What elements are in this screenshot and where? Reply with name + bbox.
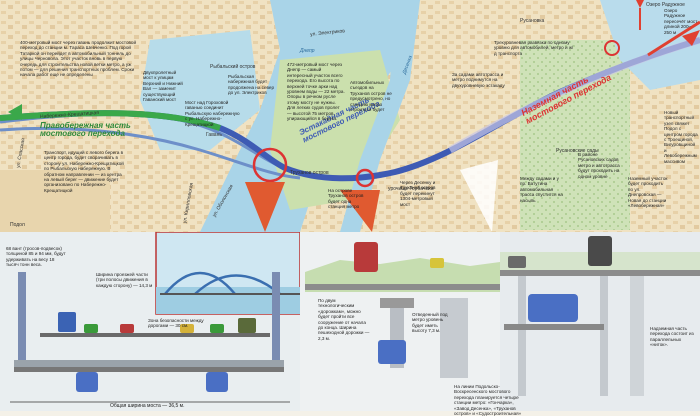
podol-area bbox=[0, 170, 110, 232]
car-icon bbox=[180, 324, 194, 333]
label-lake: Озеро Радужное bbox=[646, 2, 685, 8]
note-stations: На линии Подольско-Воскресенского мостов… bbox=[454, 384, 522, 416]
road-naberezhno bbox=[0, 126, 301, 180]
overpass-deck bbox=[305, 284, 500, 290]
label-dnepr: Днепр bbox=[300, 48, 315, 54]
note-new-hub: Новый транспортный узел свяжет Подол с ц… bbox=[664, 110, 698, 164]
pointer-left-section bbox=[245, 182, 285, 232]
metro-train-icon bbox=[76, 372, 98, 392]
pillar-right bbox=[518, 276, 526, 396]
label-podol: Подол bbox=[10, 222, 25, 228]
note-rybalsky-embankment: Рыбальская набережная будет продолжена н… bbox=[228, 74, 275, 96]
metro-train-icon bbox=[206, 372, 228, 392]
note-above-ground: Надземная часть перехода состоит из пара… bbox=[650, 326, 694, 348]
map-canvas bbox=[0, 0, 700, 232]
ground-route bbox=[448, 36, 700, 154]
arrow-left-icon bbox=[8, 104, 22, 120]
label-rybalsky: Рыбальский остров bbox=[210, 64, 256, 70]
note-cables: 68 вант (тросов-подвесок) толщиной 85 и … bbox=[6, 246, 66, 268]
note-same-level: В районе Русановских садов метро и автот… bbox=[578, 152, 620, 179]
note-metro-space: Отведенный под метро уровень будет иметь… bbox=[412, 312, 448, 334]
car-icon bbox=[210, 324, 224, 333]
right-bank-route bbox=[0, 110, 221, 131]
arrow-up-icon bbox=[636, 0, 644, 8]
label-rusanovka: Русановка bbox=[520, 18, 545, 24]
car-icon bbox=[84, 324, 98, 333]
pointer-right-section bbox=[460, 160, 498, 232]
note-gorokhova: Мост над Гороховой гаванью соединит Рыба… bbox=[185, 100, 240, 127]
note-472m-bridge: 472-метровый мост через Днепр — самый ин… bbox=[287, 62, 345, 122]
highlight-overpass bbox=[355, 168, 375, 188]
sections-canvas bbox=[0, 232, 700, 411]
label-gavan: Гавань bbox=[206, 132, 222, 138]
bus-icon bbox=[354, 242, 378, 272]
note-total-width: Общая ширина моста — 36,5 м. bbox=[110, 403, 185, 409]
note-trukhanov-station: На острове Труханов остров будет одна ст… bbox=[328, 188, 364, 210]
note-lake-bridge: Озеро Радужное пересечёт мост длиной 200… bbox=[664, 8, 698, 35]
metro-train-icon bbox=[378, 340, 406, 364]
note-no-exits: Автомобильных съездов на Труханов остров… bbox=[350, 80, 392, 113]
metro-train-icon bbox=[528, 294, 578, 322]
arrow-right-icon bbox=[682, 30, 700, 46]
truck-icon bbox=[238, 318, 256, 333]
label-gorbachikha: урочище Горбачиха bbox=[388, 186, 434, 192]
car-icon bbox=[430, 258, 444, 268]
note-walkways: По двум технологическим «дорожкам», можн… bbox=[318, 298, 370, 341]
note-safety: Зона безопасности между дорогами — 30 см… bbox=[148, 318, 204, 329]
pointer-mid-section bbox=[340, 190, 380, 232]
tower-right bbox=[272, 272, 280, 360]
tower-left bbox=[18, 272, 26, 360]
raduzhnoe-lake bbox=[600, 0, 700, 90]
label-rusanov-gardens: Русановские сады bbox=[556, 148, 599, 154]
arrow-line-right bbox=[647, 20, 700, 57]
note-lane-width: Ширина проезжей части (три полосы движен… bbox=[96, 272, 153, 288]
bridge-deck-left bbox=[14, 360, 284, 367]
note-two-span-bridge: Двухпролетный мост к улицам Верхний и Ни… bbox=[143, 70, 183, 103]
highlight-lake-bridge bbox=[604, 40, 620, 56]
desenka-river bbox=[340, 0, 420, 232]
cross-section-panel: 68 вант (тросов-подвесок) толщиной 85 и … bbox=[0, 232, 700, 416]
label-trukhanov: Труханов остров bbox=[290, 170, 329, 176]
car-icon bbox=[508, 256, 526, 268]
note-transport-flow: Транспорт, идущий с левого берега в цент… bbox=[44, 150, 124, 193]
note-two-level: За садами автотрасса и метро поднимутся … bbox=[452, 72, 505, 88]
note-1304m-bridge: Через Десенку и Труханов остров будет пе… bbox=[400, 180, 436, 207]
arch-shape bbox=[164, 271, 236, 295]
bus-icon bbox=[588, 236, 612, 266]
highlight-arch-bridge bbox=[252, 147, 288, 183]
note-harbour-bridge: 400-метровый мост через гавань продолжит… bbox=[20, 40, 137, 78]
ground-deck bbox=[500, 270, 700, 276]
car-icon bbox=[120, 324, 134, 333]
note-ground-section: Наземный участок будет проходить по ул. … bbox=[628, 176, 668, 209]
note-embankment: Между садами и у пр. Ватутина автомобиль… bbox=[520, 176, 563, 203]
bus-icon bbox=[58, 312, 76, 332]
note-three-level: Трехуровневая развязка по одному уровню … bbox=[494, 40, 574, 56]
